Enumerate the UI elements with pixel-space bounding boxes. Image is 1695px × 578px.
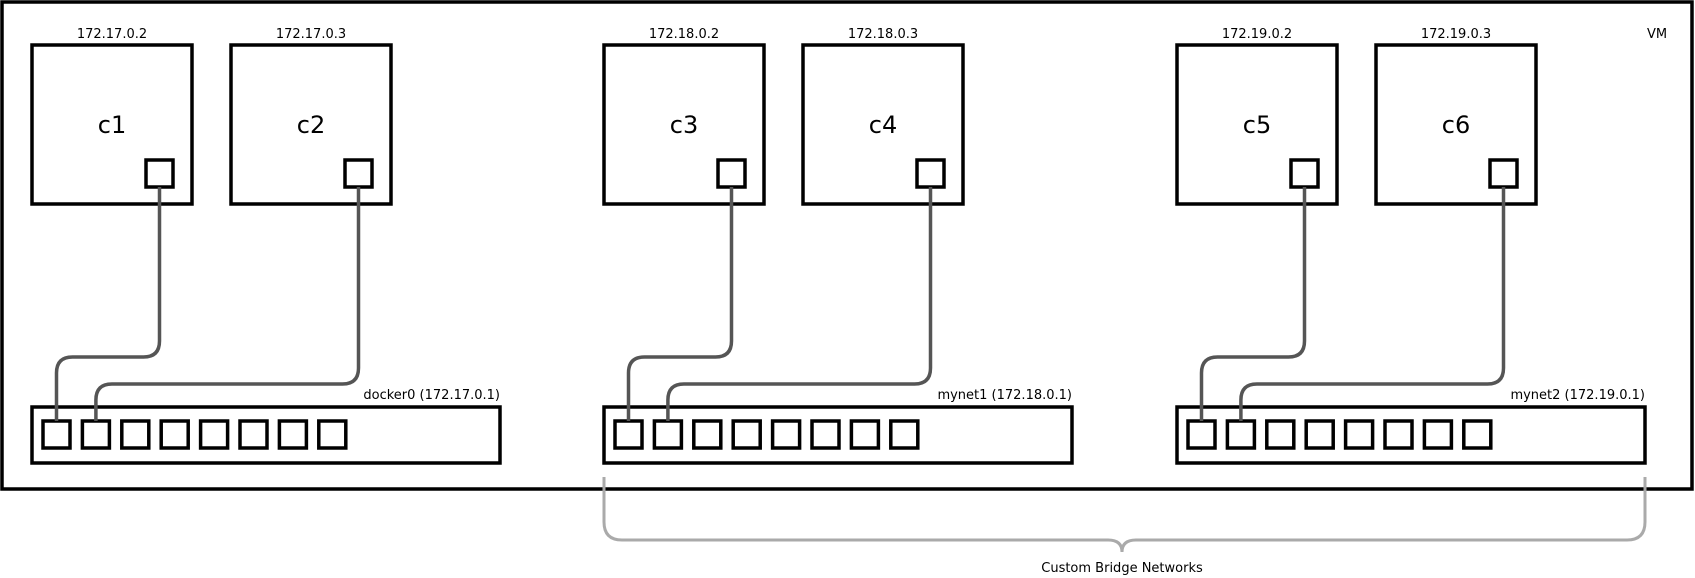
- bridge-port: [120, 419, 151, 450]
- bridge-port: [198, 419, 230, 450]
- bridge-port: [849, 419, 881, 450]
- veth-link: [1239, 187, 1506, 421]
- bridge-port: [159, 419, 190, 450]
- bridge-port: [770, 419, 802, 450]
- bridge-port: [731, 419, 762, 450]
- container-box: [229, 43, 393, 206]
- veth-link: [1199, 187, 1307, 421]
- bridge-port: [238, 419, 269, 450]
- veth-link: [626, 187, 734, 421]
- vm-label: VM: [1647, 27, 1667, 42]
- container-interface: [144, 158, 175, 189]
- network-group: docker0 (172.17.0.1) 172.17.0.2 c1 172.17.0…: [30, 27, 502, 465]
- container-ip: 172.18.0.3: [848, 27, 918, 42]
- container-ip: 172.19.0.2: [1222, 27, 1292, 42]
- container-ip: 172.17.0.3: [276, 27, 346, 42]
- container-name: c4: [869, 111, 897, 139]
- bridge-port: [41, 419, 72, 450]
- bridge-port: [1462, 419, 1493, 450]
- container-interface: [915, 158, 946, 189]
- bridge-port: [810, 419, 841, 450]
- container-ip: 172.17.0.2: [77, 27, 147, 42]
- network-group: mynet2 (172.19.0.1) 172.19.0.2 c5 172.19.0.…: [1175, 27, 1647, 465]
- container-ip: 172.18.0.2: [649, 27, 719, 42]
- bridge-port: [1383, 419, 1414, 450]
- bridge-port: [1225, 419, 1257, 450]
- container-interface: [1289, 158, 1320, 189]
- bridge-port: [889, 419, 920, 450]
- bridge-port: [1265, 419, 1296, 450]
- bridge-label: docker0 (172.17.0.1): [363, 388, 500, 403]
- bridge-port: [1304, 419, 1335, 450]
- bridge-port: [317, 419, 348, 450]
- bridge-port: [1422, 419, 1454, 450]
- bridge-label: mynet2 (172.19.0.1): [1510, 388, 1645, 403]
- container-name: c6: [1442, 111, 1470, 139]
- container-name: c3: [670, 111, 698, 139]
- veth-link: [94, 187, 361, 421]
- container-ip: 172.19.0.3: [1421, 27, 1491, 42]
- bridge-port: [1186, 419, 1217, 450]
- bridge-label: mynet1 (172.18.0.1): [937, 388, 1072, 403]
- bridge-port: [652, 419, 684, 450]
- custom-networks-brace: [602, 477, 1647, 553]
- custom-networks-label: Custom Bridge Networks: [1041, 561, 1203, 576]
- bridge-port: [80, 419, 112, 450]
- container-interface: [343, 158, 374, 189]
- veth-link: [666, 187, 933, 421]
- container-name: c5: [1243, 111, 1271, 139]
- bridge-port: [1343, 419, 1375, 450]
- container-name: c1: [98, 111, 126, 139]
- container-name: c2: [297, 111, 325, 139]
- container-interface: [716, 158, 747, 189]
- bridge-port: [692, 419, 723, 450]
- container-interface: [1488, 158, 1519, 189]
- bridge-port: [613, 419, 644, 450]
- veth-link: [54, 187, 162, 421]
- network-group: mynet1 (172.18.0.1) 172.18.0.2 c3 172.18.0.…: [602, 27, 1074, 465]
- bridge-port: [277, 419, 309, 450]
